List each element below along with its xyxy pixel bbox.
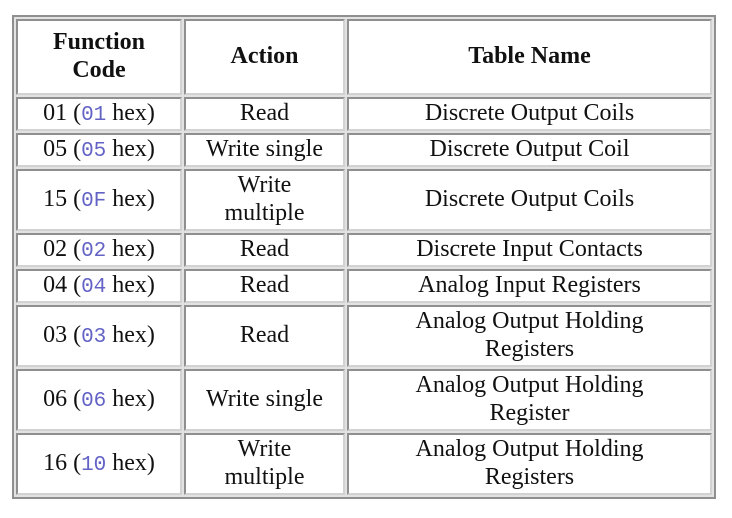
cell-function-code: 06 (06 hex)	[16, 369, 182, 431]
table-row: 05 (05 hex) Write single Discrete Output…	[16, 133, 712, 167]
code-decimal: 16 (	[43, 449, 82, 476]
cell-action: Read	[184, 233, 345, 267]
code-hex: 02	[81, 239, 107, 263]
code-suffix: hex)	[106, 185, 155, 212]
code-decimal: 03 (	[43, 321, 82, 348]
cell-action: Read	[184, 305, 345, 367]
column-header-action: Action	[184, 19, 345, 95]
code-decimal: 06 (	[43, 385, 82, 412]
code-hex: 03	[81, 325, 107, 349]
code-decimal: 04 (	[43, 271, 82, 298]
cell-table-name: Discrete Output Coil	[347, 133, 712, 167]
code-decimal: 15 (	[43, 185, 82, 212]
cell-action: Write multiple	[184, 433, 345, 495]
cell-table-name: Discrete Output Coils	[347, 169, 712, 231]
cell-table-name: Analog Output Holding Register	[347, 369, 712, 431]
cell-action: Read	[184, 269, 345, 303]
cell-function-code: 03 (03 hex)	[16, 305, 182, 367]
code-hex: 01	[81, 103, 107, 127]
code-hex: 0F	[81, 189, 107, 213]
code-suffix: hex)	[106, 321, 155, 348]
cell-function-code: 16 (10 hex)	[16, 433, 182, 495]
column-header-table-name: Table Name	[347, 19, 712, 95]
code-suffix: hex)	[106, 99, 155, 126]
cell-function-code: 05 (05 hex)	[16, 133, 182, 167]
code-hex: 04	[81, 275, 107, 299]
table-row: 03 (03 hex) Read Analog Output Holding R…	[16, 305, 712, 367]
code-suffix: hex)	[106, 449, 155, 476]
modbus-function-code-table: Function Code Action Table Name 01 (01 h…	[12, 15, 716, 499]
cell-table-name: Discrete Input Contacts	[347, 233, 712, 267]
cell-action: Write multiple	[184, 169, 345, 231]
code-suffix: hex)	[106, 271, 155, 298]
cell-table-name: Discrete Output Coils	[347, 97, 712, 131]
code-hex: 05	[81, 139, 107, 163]
table-row: 15 (0F hex) Write multiple Discrete Outp…	[16, 169, 712, 231]
cell-function-code: 02 (02 hex)	[16, 233, 182, 267]
cell-action: Write single	[184, 369, 345, 431]
code-decimal: 01 (	[43, 99, 82, 126]
table-row: 06 (06 hex) Write single Analog Output H…	[16, 369, 712, 431]
cell-function-code: 01 (01 hex)	[16, 97, 182, 131]
code-suffix: hex)	[106, 135, 155, 162]
table-row: 16 (10 hex) Write multiple Analog Output…	[16, 433, 712, 495]
table-row: 04 (04 hex) Read Analog Input Registers	[16, 269, 712, 303]
table-container: Function Code Action Table Name 01 (01 h…	[12, 15, 716, 499]
cell-function-code: 15 (0F hex)	[16, 169, 182, 231]
cell-action: Write single	[184, 133, 345, 167]
code-suffix: hex)	[106, 385, 155, 412]
cell-function-code: 04 (04 hex)	[16, 269, 182, 303]
column-header-function-code: Function Code	[16, 19, 182, 95]
cell-action: Read	[184, 97, 345, 131]
cell-table-name: Analog Input Registers	[347, 269, 712, 303]
code-decimal: 05 (	[43, 135, 82, 162]
header-row: Function Code Action Table Name	[16, 19, 712, 95]
code-decimal: 02 (	[43, 235, 82, 262]
code-hex: 10	[81, 453, 107, 477]
cell-table-name: Analog Output Holding Registers	[347, 433, 712, 495]
table-row: 02 (02 hex) Read Discrete Input Contacts	[16, 233, 712, 267]
code-suffix: hex)	[106, 235, 155, 262]
code-hex: 06	[81, 389, 107, 413]
cell-table-name: Analog Output Holding Registers	[347, 305, 712, 367]
table-row: 01 (01 hex) Read Discrete Output Coils	[16, 97, 712, 131]
